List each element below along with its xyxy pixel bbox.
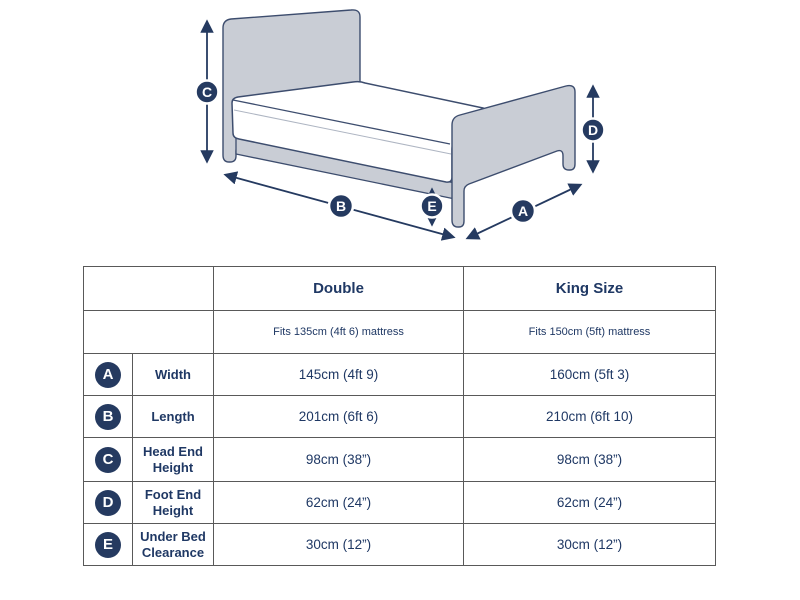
column-header-king: King Size (463, 266, 716, 311)
badge-a-icon: A (95, 361, 121, 388)
footboard (451, 84, 576, 228)
row-label: Width (132, 353, 214, 396)
double-value: 30cm (12”) (213, 523, 464, 566)
badge-e-icon: E (419, 193, 445, 219)
badge-c-icon: C (95, 446, 121, 473)
svg-text:B: B (336, 198, 346, 214)
bed-diagram: C B E A D (194, 9, 606, 241)
table-row: E Under Bed Clearance 30cm (12”) 30cm (1… (83, 523, 716, 566)
row-label: Foot End Height (132, 481, 214, 524)
blank-cell (83, 310, 214, 354)
row-badge-cell: B (83, 395, 133, 438)
mattress-top-edge (232, 99, 451, 145)
table-row: C Head End Height 98cm (38”) 98cm (38”) (83, 437, 716, 482)
row-badge-cell: E (83, 523, 133, 566)
badge-b-icon: B (327, 192, 355, 220)
column-header-double: Double (213, 266, 464, 311)
dimensions-table: Double King Size Fits 135cm (4ft 6) matt… (83, 266, 716, 566)
badge-c-icon: C (194, 79, 220, 105)
svg-text:A: A (518, 203, 528, 219)
row-label: Head End Height (132, 437, 214, 482)
badge-d-icon: D (580, 117, 606, 143)
king-value: 30cm (12”) (463, 523, 716, 566)
subheader-king: Fits 150cm (5ft) mattress (463, 310, 716, 354)
row-badge-cell: A (83, 353, 133, 396)
svg-text:D: D (588, 122, 598, 138)
double-value: 98cm (38”) (213, 437, 464, 482)
double-value: 62cm (24”) (213, 481, 464, 524)
blank-cell (83, 266, 214, 311)
table-row: D Foot End Height 62cm (24”) 62cm (24”) (83, 481, 716, 524)
mattress-seam (233, 109, 452, 155)
svg-text:E: E (427, 198, 436, 214)
king-value: 98cm (38”) (463, 437, 716, 482)
table-row: A Width 145cm (4ft 9) 160cm (5ft 3) (83, 353, 716, 396)
row-badge-cell: C (83, 437, 133, 482)
svg-text:C: C (202, 84, 212, 100)
subheader-double: Fits 135cm (4ft 6) mattress (213, 310, 464, 354)
row-label: Under Bed Clearance (132, 523, 214, 566)
table-header-row: Double King Size (83, 266, 716, 311)
badge-e-icon: E (95, 531, 121, 558)
badge-a-icon: A (509, 197, 537, 225)
king-value: 160cm (5ft 3) (463, 353, 716, 396)
badge-d-icon: D (95, 489, 121, 516)
row-badge-cell: D (83, 481, 133, 524)
king-value: 210cm (6ft 10) (463, 395, 716, 438)
badge-b-icon: B (95, 403, 121, 430)
double-value: 201cm (6ft 6) (213, 395, 464, 438)
double-value: 145cm (4ft 9) (213, 353, 464, 396)
row-label: Length (132, 395, 214, 438)
table-subheader-row: Fits 135cm (4ft 6) mattress Fits 150cm (… (83, 310, 716, 354)
king-value: 62cm (24”) (463, 481, 716, 524)
table-row: B Length 201cm (6ft 6) 210cm (6ft 10) (83, 395, 716, 438)
